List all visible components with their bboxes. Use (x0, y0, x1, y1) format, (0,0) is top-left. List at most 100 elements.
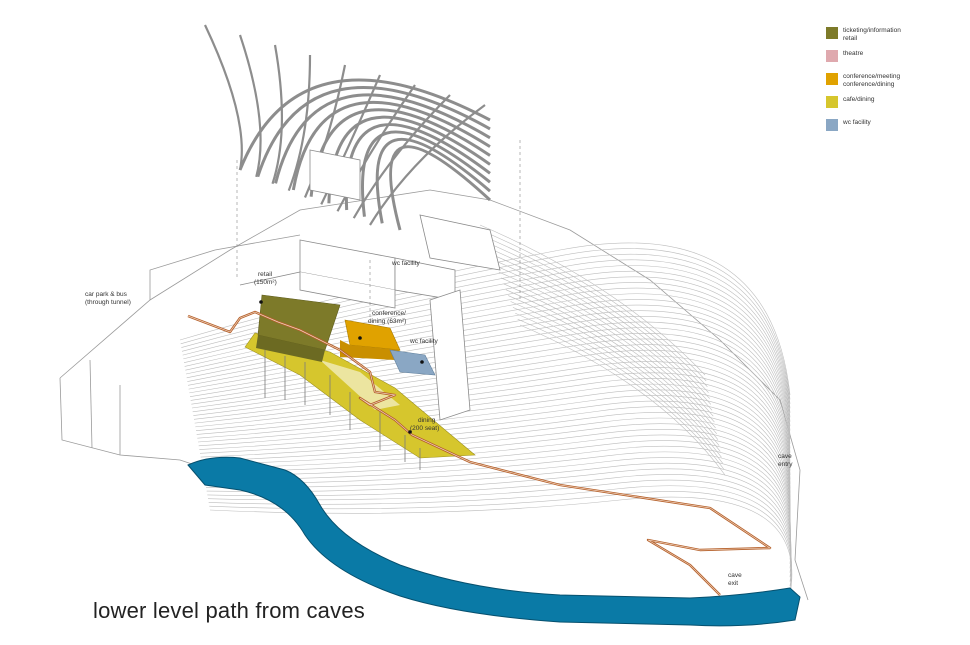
contour-line (512, 307, 722, 458)
contour-line (484, 236, 708, 387)
legend-label: ticketing/information retail (843, 27, 901, 42)
contour-line (190, 333, 791, 467)
legend-item-ticketing: ticketing/information retail (826, 25, 956, 48)
label-car-park-sub: (through tunnel) (85, 299, 131, 306)
contour-line (206, 468, 792, 573)
contour-line (493, 260, 713, 411)
contour-line (202, 434, 791, 547)
contour-line (479, 224, 706, 376)
contour-line (198, 400, 791, 520)
legend-label: conference/meeting conference/dining (843, 73, 901, 88)
contour-line (496, 265, 714, 417)
wc-volume (389, 349, 436, 376)
label-cave-exit-sub: exit (728, 580, 738, 587)
legend: ticketing/information retail theatre con… (826, 25, 956, 140)
roof-rib (360, 130, 491, 217)
contour-line (199, 412, 791, 529)
roof-rib (238, 78, 491, 171)
legend-swatch (826, 50, 838, 62)
legend-label: cafe/dining (843, 96, 875, 103)
legend-item-theatre: theatre (826, 48, 956, 71)
roof-rib (271, 44, 283, 185)
legend-swatch (826, 96, 838, 108)
upper-structures (239, 149, 501, 421)
label-wc-upper: wc facility (391, 260, 421, 267)
contour-line (505, 289, 719, 440)
contour-line (191, 338, 791, 471)
contour-line (193, 361, 791, 489)
label-cave-exit: cave (728, 572, 742, 579)
legend-label: wc facility (843, 119, 871, 126)
contour-line (207, 479, 792, 582)
roof-rib (369, 104, 486, 226)
roof-rib (389, 145, 492, 231)
legend-label: theatre (843, 50, 864, 57)
label-retail: retail (258, 271, 273, 278)
label-cave-entry-sub: entry (778, 461, 793, 468)
contour-line (482, 230, 707, 382)
circulation-path-highlight (187, 311, 772, 596)
legend-item-conference: conference/meeting conference/dining (826, 71, 956, 94)
contour-line (191, 344, 791, 476)
legend-item-cafe: cafe/dining (826, 94, 956, 117)
roof-rib (375, 138, 491, 224)
label-cave-entry: cave (778, 453, 792, 460)
contour-line (192, 349, 791, 480)
contour-line (199, 406, 791, 524)
contour-line (508, 295, 720, 446)
water-body (187, 456, 801, 627)
contour-line (501, 277, 716, 429)
label-conference-area: dining (63m²) (368, 318, 406, 325)
legend-swatch (826, 27, 838, 39)
contour-line (194, 366, 791, 493)
contour-line (486, 242, 709, 393)
contour-line (203, 445, 791, 556)
program-volumes (244, 294, 476, 470)
contour-line (203, 440, 791, 551)
label-conference: conference/ (372, 310, 406, 317)
contour-line (510, 301, 721, 452)
contour-line (491, 254, 712, 405)
terrain-outline (59, 189, 809, 601)
label-dining: dining (418, 417, 436, 424)
contour-line (195, 372, 791, 498)
roof-gridshell (204, 24, 492, 231)
legend-item-wc: wc facility (826, 117, 956, 140)
contour-line (515, 312, 723, 464)
label-dining-seats: (200 seat) (410, 425, 439, 432)
label-retail-area: (150m²) (254, 279, 277, 286)
roof-rib (274, 93, 491, 184)
contour-line (489, 248, 710, 399)
contour-line (498, 271, 715, 423)
legend-swatch (826, 119, 838, 131)
roof-rib (204, 24, 243, 171)
label-markers (259, 300, 424, 434)
contour-line (200, 417, 791, 533)
contour-line (209, 496, 793, 596)
contour-line (195, 378, 791, 502)
contour-line (197, 389, 791, 511)
roof-rib (291, 101, 491, 191)
legend-swatch (826, 73, 838, 85)
roof-rib (238, 34, 262, 178)
contour-line (197, 395, 791, 516)
contour-line (205, 462, 792, 569)
contour-line (201, 423, 791, 538)
contour-line (517, 318, 725, 470)
contour-line (503, 283, 717, 435)
caption: lower level path from caves (93, 598, 365, 623)
label-car-park: car park & bus (85, 291, 128, 298)
roof-rib (352, 94, 451, 219)
contour-line (196, 383, 791, 507)
contour-line (201, 429, 791, 542)
projection-lines (236, 140, 521, 320)
contour-line (209, 491, 792, 591)
roof-rib (287, 54, 312, 192)
contour-line (193, 355, 791, 484)
label-wc-lower: wc facility (409, 338, 439, 345)
contour-line (519, 324, 726, 476)
contour-line (205, 457, 792, 564)
diagram-labels: car park & bus (through tunnel) retail (… (85, 260, 793, 587)
contour-line (207, 474, 792, 578)
